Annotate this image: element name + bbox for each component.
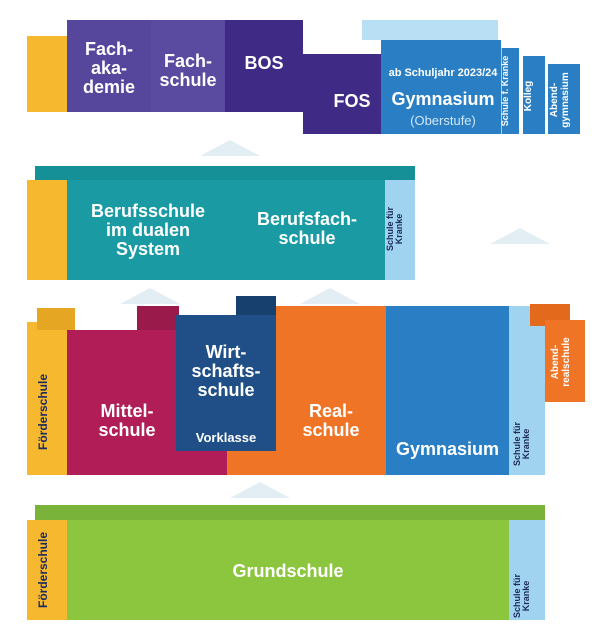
arrow-up: [230, 482, 290, 498]
label-vorklasse: Vorklasse: [195, 430, 257, 445]
label-abendgymnasium: Abend- gymnasium: [549, 72, 571, 128]
arrow-up: [120, 288, 180, 304]
block-kolleg: [523, 56, 545, 134]
block-fos: FOS: [303, 54, 381, 134]
label-berufsfachschule: Berufsfach- schule: [256, 209, 358, 248]
label-gymnasium-secondary: Gymnasium: [395, 439, 500, 459]
block-yellow-vocational: [27, 180, 67, 280]
block-schule-kranke-top: [501, 48, 519, 134]
label-schule-kranke-vocational: Schule für Kranke: [385, 207, 405, 252]
wirtschaftsschule-cap: [236, 296, 276, 316]
block-bos: BOS: [225, 20, 303, 112]
block-realschule-base: [227, 451, 276, 475]
label-gymnasium-top: Gymnasium: [391, 89, 495, 109]
block-abendrealschule: [545, 320, 585, 402]
label-berufsschule: Berufsschule im dualen System: [90, 201, 206, 259]
block-schule-kranke-secondary: [509, 306, 545, 475]
arrow-up: [300, 288, 360, 304]
block-abendgymnasium: [548, 64, 580, 134]
block-fachschule: Fach- schule: [151, 20, 225, 112]
label-schule-kranke-top: Schule f. Kranke: [500, 55, 510, 127]
tier-top-lightblue-cap: [362, 20, 498, 40]
label-fos: FOS: [333, 91, 371, 111]
label-foerderschule-secondary: Förderschule: [36, 373, 50, 451]
tier-vocational-cap: [35, 166, 415, 182]
label-schule-kranke-secondary: Schule für Kranke: [512, 422, 532, 467]
block-wirtschaftsschule: Wirt- schafts- schule Vorklasse: [176, 315, 276, 451]
label-gymnasium-note: ab Schuljahr 2023/24: [388, 67, 498, 79]
block-gymnasium-secondary: Gymnasium: [386, 306, 509, 475]
block-realschule: Real- schule: [276, 306, 386, 475]
block-berufsschule: Berufsschule im dualen System: [67, 180, 229, 280]
block-yellow-top: [27, 36, 67, 112]
block-grundschule: Grundschule: [67, 520, 509, 620]
block-schule-kranke-primary: [509, 520, 545, 620]
label-fachakademie: Fach- aka- demie: [82, 39, 136, 97]
label-kolleg: Kolleg: [523, 80, 534, 112]
block-berufsfachschule: Berufsfach- schule: [229, 180, 385, 280]
label-wirtschaftsschule: Wirt- schafts- schule: [191, 342, 261, 400]
arrow-up: [490, 228, 550, 244]
block-gymnasium-top: ab Schuljahr 2023/24 Gymnasium (Oberstuf…: [381, 40, 501, 134]
tier-primary-cap: [35, 505, 545, 521]
block-fachakademie: Fach- aka- demie: [67, 20, 151, 112]
mittelschule-cap: [137, 306, 179, 330]
block-foerderschule-secondary: [27, 322, 67, 475]
arrow-up: [200, 140, 260, 156]
label-gymnasium-oberstufe: (Oberstufe): [410, 113, 476, 128]
label-abendrealschule: Abend- realschule: [550, 337, 572, 387]
label-fachschule: Fach- schule: [159, 51, 217, 90]
label-foerderschule-primary: Förderschule: [36, 531, 50, 609]
label-grundschule: Grundschule: [232, 561, 344, 581]
label-mittelschule: Mittel- schule: [98, 401, 156, 440]
block-foerderschule-primary: [27, 520, 67, 620]
foerderschule-step: [37, 308, 75, 330]
label-realschule: Real- schule: [302, 401, 360, 440]
label-schule-kranke-primary: Schule für Kranke: [512, 574, 532, 619]
label-bos: BOS: [244, 53, 284, 73]
block-schule-kranke-vocational: [385, 180, 415, 280]
